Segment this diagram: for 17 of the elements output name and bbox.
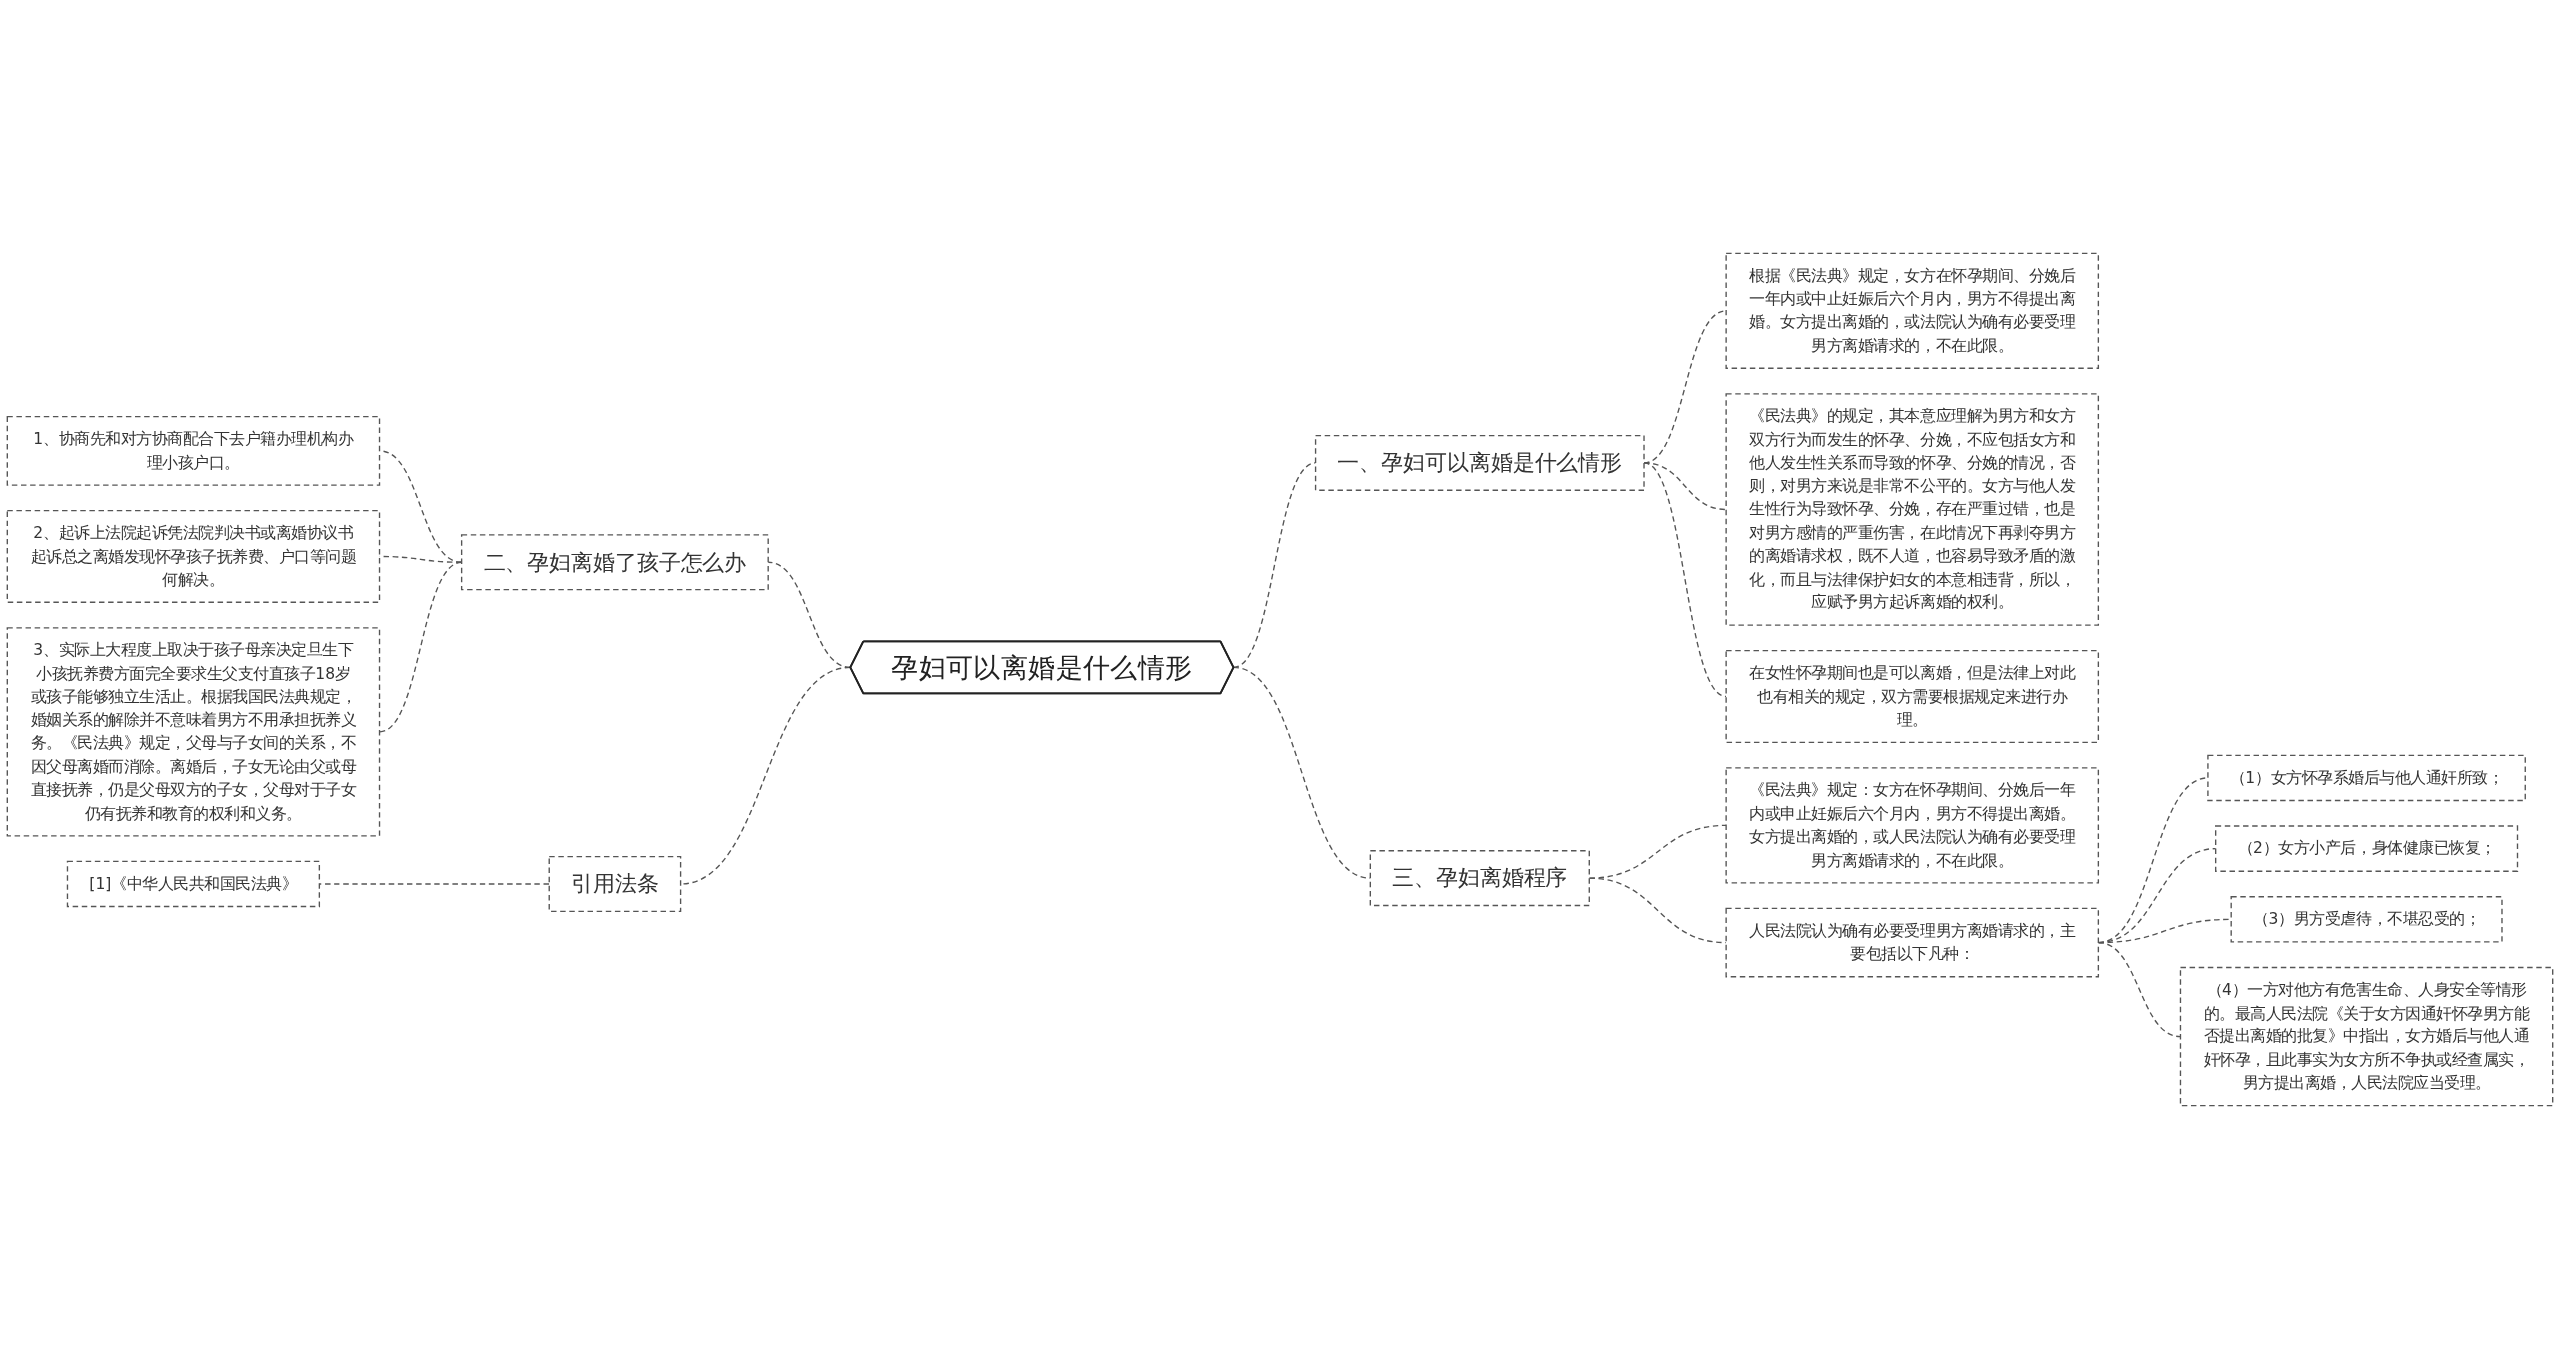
- node-box: 在女性怀孕期间也是可以离婚，但是法律上对此也有相关的规定，双方需要根据规定来进行办理。: [1725, 649, 2100, 744]
- node-box: 3、实际上大程度上取决于孩子母亲决定旦生下小孩抚养费方面完全要求生父支付直孩子18岁或孩子能够独立生活止。根据我国民法典规定，婚姻关系的解除并不意味着男方不用承担抚养义务。《民法典》规定，父母与子女间的关系，不因父母离婚而消除。离婚后，子女无论由父或母直接抚养，仍是父母双方的子女，父母对于子女仍有抚养和教育的权利和义务。: [6, 627, 381, 837]
- node-box: （1）女方怀孕系婚后与他人通奸所致；: [2207, 754, 2526, 802]
- node-box: 2、起诉上法院起诉凭法院判决书或离婚协议书起诉总之离婚发现怀孕孩子抚养费、户口等问题何解决。: [6, 509, 381, 603]
- node-box: 人民法院认为确有必要受理男方离婚请求的，主要包括以下凡种：: [1725, 907, 2100, 978]
- node-box: 1、协商先和对方协商配合下去户籍办理机构办理小孩户口。: [6, 415, 381, 486]
- node-box: 《民法典》规定：女方在怀孕期间、分娩后一年内或申止妊娠后六个月内，男方不得提出离婚。女方提出离婚的，或人民法院认为确有必要受理男方离婚请求的，不在此限。: [1725, 767, 2100, 884]
- node-box: （4）一方对他方有危害生命、人身安全等情形的。最高人民法院《关于女方因通奸怀孕男方能否提出离婚的批复》中指出，女方婚后与他人通奸怀孕，且此事实为女方所不争执或经查属实，男方提出离婚，人民法院应当受理。: [2179, 966, 2554, 1107]
- node-box: （3）男方受虐待，不堪忍受的；: [2230, 896, 2503, 943]
- node-box: （2）女方小产后，身体健康已恢复；: [2215, 825, 2519, 872]
- node-box: 三、孕妇离婚程序: [1369, 850, 1590, 907]
- node-box: 引用法条: [548, 855, 682, 913]
- node-box: 根据《民法典》规定，女方在怀孕期间、分娩后一年内或中止妊娠后六个月内，男方不得提出离婚。女方提出离婚的，或法院认为确有必要受理男方离婚请求的，不在此限。: [1725, 252, 2100, 369]
- node-box: 二、孕妇离婚了孩子怎么办: [460, 534, 769, 591]
- node-box: 一、孕妇可以离婚是什么情形: [1314, 434, 1645, 491]
- node-box: [1]《中华人民共和国民法典》: [66, 860, 321, 908]
- node-box: 《民法典》的规定，其本意应理解为男方和女方双方行为而发生的怀孕、分娩，不应包括女方和他人发生性关系而导致的怀孕、分娩的情况，否则，对男方来说是非常不公平的。女方与他人发生性行为导致怀孕、分娩，存在严重过错，也是对男方感情的严重伤害，在此情况下再剥夺男方的离婚请求权，既不人道，也容易导致矛盾的激化，而且与法律保护妇女的本意相违背，所以，应赋予男方起诉离婚的权利。: [1725, 393, 2100, 626]
